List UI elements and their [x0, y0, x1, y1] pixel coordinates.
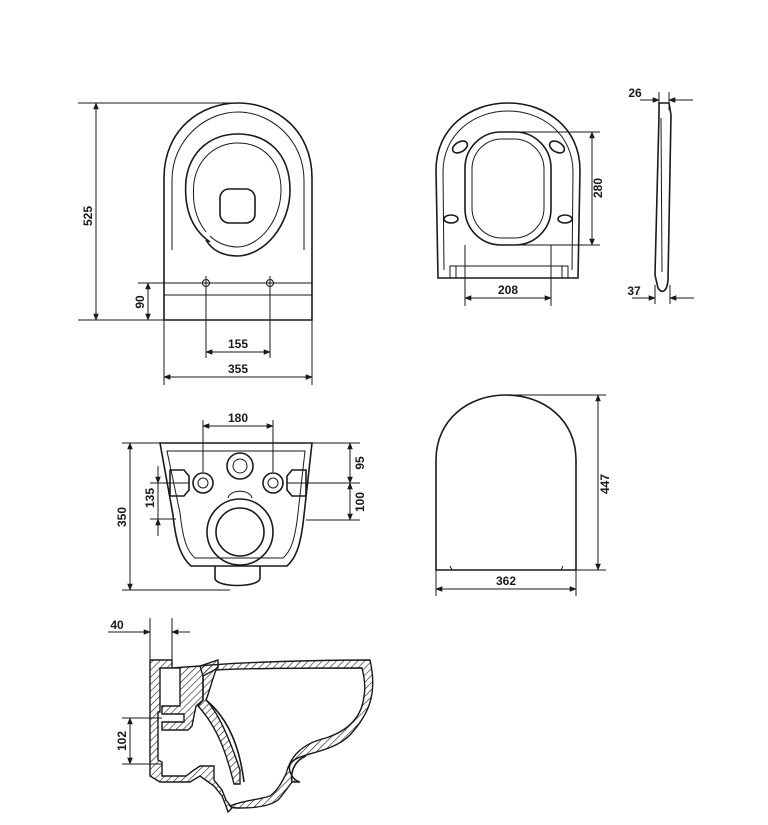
section-bowl-shell [197, 659, 374, 809]
seat-top-view: 280 208 [435, 102, 605, 306]
dim-section-mount-height: 102 [115, 731, 129, 751]
waste-outlet-rear-inner [215, 507, 265, 557]
rear-outline [159, 442, 313, 567]
top-view: 525 90 155 355 [78, 102, 313, 385]
water-inlet [226, 452, 254, 480]
seat-bumper-tr [548, 140, 566, 154]
bowl-outline [163, 102, 313, 321]
section-inner-bowl [205, 699, 245, 783]
seat-opening-inner [471, 138, 545, 239]
rear-view: 180 350 135 95 100 [115, 411, 367, 591]
dim-seat-bottom-thickness: 37 [627, 284, 641, 298]
bolt-pad-right [262, 469, 307, 497]
bowl-opening [184, 133, 291, 257]
seat-hinge [449, 265, 569, 279]
dim-outlet-height: 90 [133, 295, 147, 309]
dim-rear-inlet-offset: 95 [353, 456, 367, 470]
seat-outline [435, 102, 581, 279]
lid-outline [435, 394, 577, 571]
dim-opening-depth: 280 [591, 178, 605, 198]
section-view: 40 102 [108, 618, 374, 814]
dim-top-height: 525 [81, 206, 95, 226]
seat-inner-edge [442, 110, 574, 271]
lid-view: 447 362 [435, 394, 612, 596]
bowl-opening-inner [192, 142, 282, 248]
seat-profile [654, 102, 672, 293]
dim-top-width: 355 [228, 362, 248, 376]
dim-section-wall-thickness: 40 [110, 618, 124, 632]
seat-bumper-br [557, 214, 573, 224]
bowl-inner-rim [171, 111, 305, 250]
bolt-pad-left [169, 469, 214, 497]
rear-foot [214, 566, 261, 587]
rear-inner-outline [166, 450, 306, 559]
dim-bolt-spacing: 155 [228, 337, 248, 351]
seat-opening [464, 131, 552, 246]
dim-seat-top-thickness: 26 [628, 86, 642, 100]
waste-outlet [219, 188, 256, 224]
seat-bumper-tl [451, 140, 469, 154]
seat-side-view: 26 37 [627, 86, 694, 304]
dim-rear-height: 350 [115, 507, 129, 527]
dim-rear-bolt-spacing: 180 [228, 411, 248, 425]
seat-bumper-bl [443, 214, 459, 224]
waste-outlet-rear [206, 498, 274, 566]
dim-rear-outlet-offset: 100 [353, 492, 367, 512]
section-trap [290, 755, 307, 783]
water-inlet-inner [232, 458, 248, 474]
dim-rear-bolt-height: 135 [143, 488, 157, 508]
dim-opening-width: 208 [498, 283, 518, 297]
dim-lid-depth: 447 [598, 474, 612, 494]
dim-lid-width: 362 [496, 574, 516, 588]
